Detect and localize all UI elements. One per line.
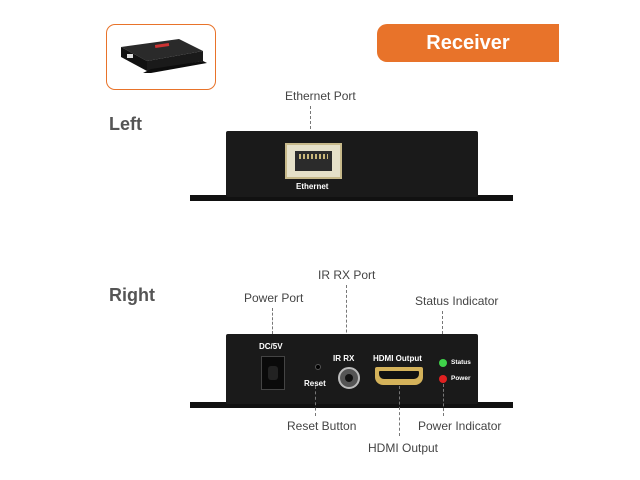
ir-rx-jack bbox=[338, 367, 360, 389]
receiver-thumbnail-image bbox=[121, 39, 207, 73]
power-port-callout: Power Port bbox=[244, 291, 304, 305]
power-indicator-leader bbox=[443, 384, 444, 416]
dc-jack-pin bbox=[268, 366, 278, 380]
ethernet-port bbox=[285, 143, 342, 179]
ir-rx-label: IR RX bbox=[333, 354, 355, 363]
dc-power-jack bbox=[261, 356, 285, 390]
power-led-label: Power bbox=[451, 375, 471, 382]
ir-rx-port-leader bbox=[346, 285, 347, 367]
power-indicator-callout: Power Indicator bbox=[418, 419, 502, 433]
reset-label: Reset bbox=[304, 379, 326, 388]
right-device-panel: DC/5V Reset IR RX HDMI Output Status Pow… bbox=[226, 334, 478, 404]
hdmi-output-label: HDMI Output bbox=[373, 354, 422, 363]
ir-rx-port-callout: IR RX Port bbox=[318, 268, 376, 282]
hdmi-output-leader bbox=[399, 386, 400, 436]
reset-button-callout: Reset Button bbox=[287, 419, 357, 433]
ethernet-port-leader bbox=[310, 106, 311, 139]
ethernet-pins bbox=[299, 154, 328, 159]
reset-button-leader bbox=[315, 386, 316, 416]
power-led-icon bbox=[439, 375, 447, 383]
left-view-heading: Left bbox=[109, 114, 142, 134]
status-led-icon bbox=[439, 359, 447, 367]
ethernet-socket bbox=[295, 151, 332, 171]
reset-button bbox=[315, 364, 321, 370]
hdmi-output-port bbox=[375, 367, 423, 385]
ethernet-port-callout: Ethernet Port bbox=[285, 89, 356, 103]
right-view-heading: Right bbox=[109, 285, 155, 305]
ethernet-port-label: Ethernet bbox=[296, 182, 329, 191]
receiver-banner: Receiver bbox=[377, 24, 559, 62]
ir-jack-hole bbox=[345, 374, 353, 382]
left-device-panel: Ethernet bbox=[226, 131, 478, 197]
status-indicator-leader bbox=[442, 311, 443, 334]
power-port-leader bbox=[272, 308, 273, 334]
status-indicator-callout: Status Indicator bbox=[415, 294, 499, 308]
status-led-label: Status bbox=[451, 359, 471, 366]
hdmi-socket bbox=[379, 371, 419, 379]
hdmi-output-callout: HDMI Output bbox=[368, 441, 439, 455]
dc-power-label: DC/5V bbox=[259, 342, 283, 351]
right-device-flange bbox=[190, 402, 513, 408]
left-device-flange bbox=[190, 195, 513, 201]
product-thumbnail bbox=[106, 24, 216, 90]
